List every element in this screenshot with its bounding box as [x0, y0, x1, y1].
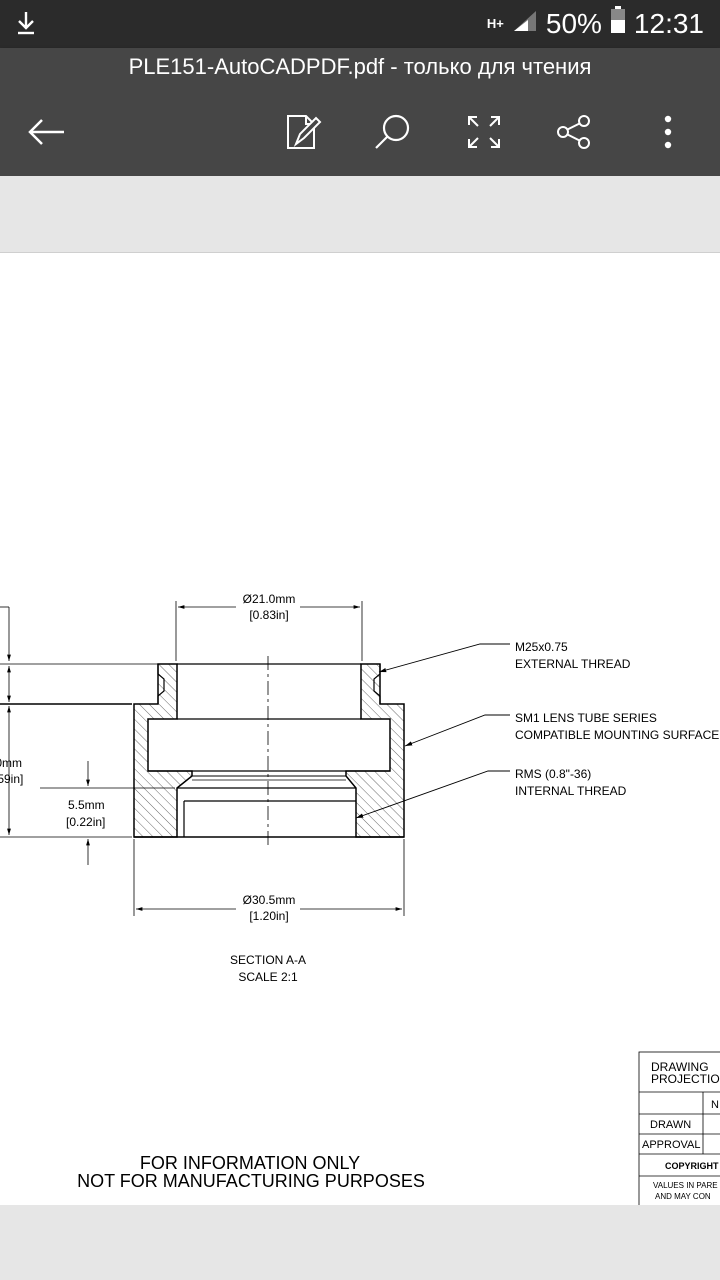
arrow-left-icon	[28, 119, 64, 145]
download-icon	[14, 10, 38, 41]
dim-step-in: [0.22in]	[66, 815, 105, 829]
callout-rms-thread-spec: RMS (0.8"-36)	[515, 767, 591, 781]
part-section	[133, 656, 405, 846]
more-options-button[interactable]	[646, 110, 690, 154]
callout-mounting-surface: COMPATIBLE MOUNTING SURFACE	[515, 728, 719, 742]
app-toolbar: PLE151-AutoCADPDF.pdf - только для чтени…	[0, 48, 720, 176]
share-button[interactable]	[552, 110, 596, 154]
signal-icon	[512, 8, 538, 40]
document-title: PLE151-AutoCADPDF.pdf - только для чтени…	[128, 54, 592, 79]
edit-document-button[interactable]	[280, 110, 324, 154]
fullscreen-icon	[468, 116, 500, 148]
title-block-drawing: DRAWING	[651, 1060, 709, 1074]
callout-external-thread-spec: M25x0.75	[515, 640, 568, 654]
title-block-values-1: VALUES IN PARE	[653, 1181, 718, 1190]
dim-left-mm: .0mm	[0, 756, 22, 770]
technical-drawing: Ø21.0mm [0.83in] M25x0.75 EXTERNAL THREA…	[0, 592, 720, 1205]
dim-top-inches: [0.83in]	[249, 608, 288, 622]
title-block-n: N	[711, 1099, 719, 1111]
network-type-label: H+	[486, 15, 504, 31]
section-scale: SCALE 2:1	[238, 970, 298, 984]
title-block-approval: APPROVAL	[642, 1139, 701, 1151]
top-diameter-dimension: Ø21.0mm [0.83in]	[175, 592, 363, 661]
more-vert-icon	[664, 115, 672, 149]
dim-bottom-diameter: Ø30.5mm	[243, 893, 296, 907]
dim-bottom-inches: [1.20in]	[249, 909, 288, 923]
callouts	[355, 643, 510, 819]
back-button[interactable]	[24, 110, 68, 154]
notice-line-2: NOT FOR MANUFACTURING PURPOSES	[77, 1171, 425, 1191]
fullscreen-button[interactable]	[462, 110, 506, 154]
status-bar: H+ 50% 12:31	[0, 0, 720, 48]
battery-percent: 50%	[545, 7, 602, 39]
callout-lens-tube: SM1 LENS TUBE SERIES	[515, 711, 657, 725]
left-height-dimension	[0, 606, 175, 865]
edit-document-icon	[287, 115, 322, 149]
page-gap-bottom	[0, 1208, 720, 1280]
search-button[interactable]	[370, 110, 414, 154]
search-icon	[375, 114, 410, 149]
title-block-copyright: COPYRIGHT	[665, 1161, 719, 1171]
callout-internal-thread-label: INTERNAL THREAD	[515, 784, 627, 798]
clock: 12:31	[633, 7, 704, 39]
title-block	[638, 1051, 720, 1205]
pdf-page: Ø21.0mm [0.83in] M25x0.75 EXTERNAL THREA…	[0, 252, 720, 1205]
title-block-values-2: AND MAY CON	[655, 1192, 711, 1201]
share-icon	[557, 115, 590, 149]
notice-line-1: FOR INFORMATION ONLY	[140, 1153, 360, 1173]
title-block-drawn: DRAWN	[650, 1119, 691, 1131]
dim-step-mm: 5.5mm	[68, 798, 105, 812]
page-gap-top	[0, 176, 720, 248]
battery-icon	[610, 6, 626, 41]
callout-external-thread-label: EXTERNAL THREAD	[515, 657, 631, 671]
dim-top-diameter: Ø21.0mm	[243, 592, 296, 606]
section-title: SECTION A-A	[230, 953, 306, 967]
bottom-diameter-dimension	[133, 839, 405, 916]
dim-left-in: .59in]	[0, 772, 23, 786]
